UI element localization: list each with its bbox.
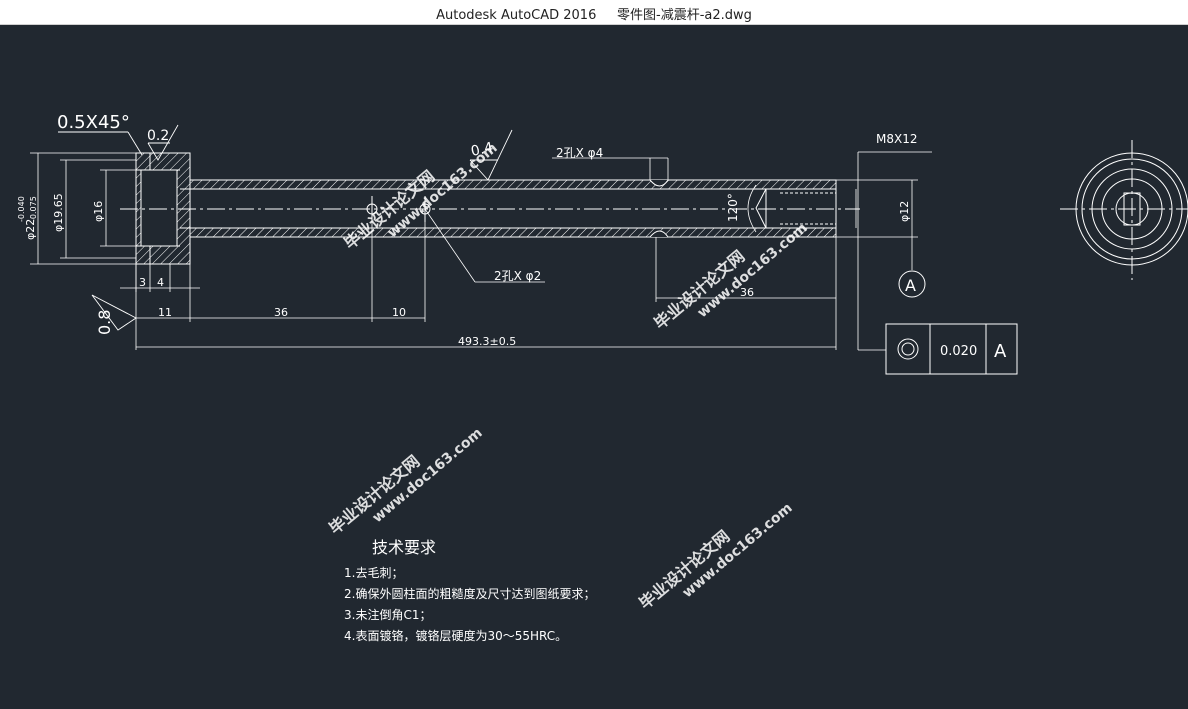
roughness-shaft-label: 0.4 [470, 140, 495, 160]
dimensions [30, 151, 932, 351]
dia-16-label: φ16 [92, 201, 105, 222]
dim-36b: 36 [740, 286, 754, 299]
tolerance-datum: A [994, 341, 1007, 362]
concentricity-icon [897, 338, 919, 360]
shaft-upper-wall [189, 179, 837, 190]
holes-2-label: 2孔X φ2 [494, 269, 541, 283]
drawing-labels: 0.5X45° 0.2 0.4 0.8 2孔X φ4 2孔X φ2 M8X12 … [17, 112, 917, 348]
title-bar: Autodesk AutoCAD 2016 零件图-减震杆-a2.dwg [0, 0, 1188, 25]
dia-22-tol-lower: -0.075 [29, 196, 38, 222]
roughness-left-label: 0.8 [95, 310, 114, 335]
tech-requirements: 技术要求 1.去毛刺； 2.确保外圆柱面的粗糙度及尺寸达到图纸要求； 3.未注倒… [344, 538, 595, 643]
dim-10: 10 [392, 306, 406, 319]
end-view [1060, 140, 1188, 280]
tolerance-value: 0.020 [940, 344, 977, 359]
dim-4: 4 [157, 276, 164, 289]
datum-a-label: A [905, 276, 916, 295]
angle-label: 120° [726, 193, 740, 222]
dim-36a: 36 [274, 306, 288, 319]
tech-req-item-2: 2.确保外圆柱面的粗糙度及尺寸达到图纸要求； [344, 586, 595, 601]
app-name: Autodesk AutoCAD 2016 [436, 8, 597, 23]
roughness-top-label: 0.2 [147, 128, 169, 144]
tech-req-item-4: 4.表面镀铬，镀铬层硬度为30～55HRC。 [344, 628, 567, 643]
part-body [120, 152, 860, 265]
tech-req-item-3: 3.未注倒角C1； [344, 607, 431, 622]
roughness-symbols [58, 124, 513, 331]
datum-a-symbol: A [898, 270, 926, 298]
dim-11: 11 [158, 306, 172, 319]
dia-12-label: φ12 [898, 201, 911, 222]
tolerance-frame: 0.020 A [885, 323, 1018, 375]
tech-req-item-1: 1.去毛刺； [344, 566, 403, 580]
chamfer-label: 0.5X45° [57, 112, 130, 133]
dim-total: 493.3±0.5 [458, 335, 516, 348]
dia-22-tol-upper: -0.040 [17, 196, 26, 222]
dim-3: 3 [139, 276, 146, 289]
dia-1965-label: φ19.65 [52, 193, 65, 232]
file-name: 零件图-减震杆-a2.dwg [617, 8, 752, 23]
holes-4-label: 2孔X φ4 [556, 146, 603, 160]
thread-label: M8X12 [876, 132, 917, 146]
dia-22-label: φ22 [24, 219, 37, 240]
drawing-canvas[interactable]: 0.5X45° 0.2 0.4 0.8 2孔X φ4 2孔X φ2 M8X12 … [0, 24, 1188, 705]
window-title: Autodesk AutoCAD 2016 零件图-减震杆-a2.dwg [0, 4, 1188, 23]
cad-drawing: 0.5X45° 0.2 0.4 0.8 2孔X φ4 2孔X φ2 M8X12 … [17, 112, 1188, 643]
shaft-lower-wall [189, 227, 837, 238]
head-bore [140, 169, 178, 247]
tech-req-title: 技术要求 [372, 538, 436, 557]
